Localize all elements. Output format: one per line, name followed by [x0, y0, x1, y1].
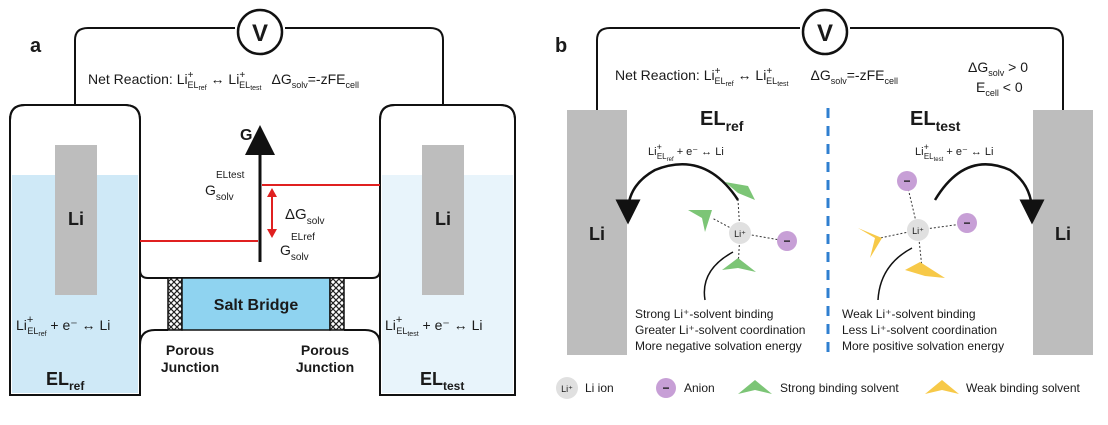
weak-solvent-icon	[858, 228, 882, 258]
wire-left	[74, 27, 235, 145]
left-curved-arrow	[615, 163, 740, 225]
voltmeter-label: V	[252, 20, 268, 47]
legend: Li⁺ Li ion − Anion Strong binding solven…	[556, 377, 1081, 399]
legend-li-ion: Li ion	[585, 381, 614, 395]
svg-text:Li⁺: Li⁺	[561, 384, 573, 394]
anion-icon	[897, 171, 917, 191]
left-el-label: ELref	[46, 369, 85, 393]
wire-left-b	[596, 27, 800, 110]
right-porous-junction	[329, 277, 345, 331]
left-electrode-b	[567, 110, 627, 355]
left-solvation-cluster: Li⁺ −	[688, 182, 797, 301]
g-axis-label: G	[240, 127, 252, 144]
el-test-title: ELtest	[910, 108, 961, 134]
panel-a-label: a	[30, 35, 42, 57]
left-electrode	[55, 145, 97, 295]
anion-icon	[777, 231, 797, 251]
g-lower-label: Gsolv	[280, 242, 309, 263]
left-desc-3: More negative solvation energy	[635, 339, 802, 353]
left-junction-label-2: Junction	[161, 359, 219, 375]
left-desc-1: Strong Li⁺-solvent binding	[635, 307, 773, 321]
left-desc-2: Greater Li⁺-solvent coordination	[635, 323, 805, 337]
right-junction-label-2: Junction	[296, 359, 354, 375]
voltmeter-icon	[236, 8, 284, 56]
left-half-reaction: Li+ELref + e⁻ ↔ Li	[16, 314, 110, 338]
panel-b: b V Net Reaction: Li+ELref ↔ Li+ELtestΔG…	[555, 8, 1093, 399]
svg-text:Li⁺: Li⁺	[912, 226, 924, 236]
salt-bridge-label: Salt Bridge	[214, 297, 299, 314]
g-upper-label: Gsolv	[205, 182, 234, 203]
wire-right-b	[850, 27, 1064, 110]
strong-solvent-icon	[725, 182, 755, 200]
legend-anion: Anion	[684, 381, 715, 395]
g-upper-sup: ELtest	[216, 170, 245, 181]
right-half-reaction: Li+ELtest + e⁻ ↔ Li	[385, 314, 482, 338]
right-el-label: ELtest	[420, 369, 464, 393]
right-electrode-b	[1033, 110, 1093, 355]
svg-text:Li⁺: Li⁺	[734, 229, 746, 239]
legend-anion-icon	[656, 378, 676, 398]
strong-solvent-icon	[722, 258, 756, 272]
el-ref-title: ELref	[700, 108, 744, 134]
right-cell: Li Li+ELtest + e⁻ ↔ Li ELtest	[379, 104, 516, 396]
li-ion-icon	[907, 219, 929, 241]
legend-strong-solvent-icon	[738, 380, 772, 394]
left-half-reaction-b: Li+ELref + e⁻ ↔ Li	[648, 142, 724, 163]
left-electrode-label: Li	[68, 209, 84, 229]
delta-g-label: ΔGsolv	[285, 206, 324, 227]
strong-solvent-icon	[688, 210, 712, 232]
svg-text:−: −	[903, 174, 910, 188]
left-electrode-b-label: Li	[589, 224, 605, 244]
left-junction-label-1: Porous	[166, 342, 214, 358]
net-reaction-a: Net Reaction: Li+ELref ↔ Li+ELtestΔGsolv…	[88, 70, 359, 92]
svg-text:−: −	[662, 381, 669, 395]
weak-solvent-icon	[905, 262, 945, 278]
right-solvation-cluster: Li⁺ − −	[858, 171, 977, 301]
g-lower-sup: ELref	[291, 232, 315, 243]
right-desc-3: More positive solvation energy	[842, 339, 1004, 353]
right-half-reaction-b: Li+ELtest + e⁻ ↔ Li	[915, 142, 993, 163]
legend-strong: Strong binding solvent	[780, 381, 899, 395]
wire-right	[285, 27, 444, 145]
right-curved-arrow	[933, 163, 1045, 225]
legend-weak-solvent-icon	[925, 380, 959, 394]
svg-text:−: −	[783, 234, 790, 248]
right-desc-2: Less Li⁺-solvent coordination	[842, 323, 997, 337]
right-electrode-label: Li	[435, 209, 451, 229]
right-electrode-b-label: Li	[1055, 224, 1071, 244]
net-reaction-b: Net Reaction: Li+ELref ↔ Li+ELtestΔGsolv…	[615, 66, 898, 88]
panel-b-label: b	[555, 35, 567, 57]
panel-a: a V Net Reaction: Li+ELref ↔ Li+ELtestΔG…	[9, 8, 516, 396]
condition-dg: ΔGsolv > 0	[968, 59, 1028, 78]
right-desc-1: Weak Li⁺-solvent binding	[842, 307, 976, 321]
legend-li-ion-icon	[556, 377, 578, 399]
anion-icon	[957, 213, 977, 233]
li-ion-icon	[729, 222, 751, 244]
svg-text:−: −	[963, 216, 970, 230]
legend-weak: Weak binding solvent	[966, 381, 1081, 395]
voltmeter-b-label: V	[817, 20, 833, 47]
left-cell: Li Li+ELref + e⁻ ↔ Li ELref	[9, 104, 141, 396]
right-electrode	[422, 145, 464, 295]
right-junction-label-1: Porous	[301, 342, 349, 358]
voltmeter-b-icon	[801, 8, 849, 56]
left-porous-junction	[167, 277, 183, 331]
condition-ecell: Ecell < 0	[976, 79, 1023, 98]
center-frame	[139, 269, 381, 279]
